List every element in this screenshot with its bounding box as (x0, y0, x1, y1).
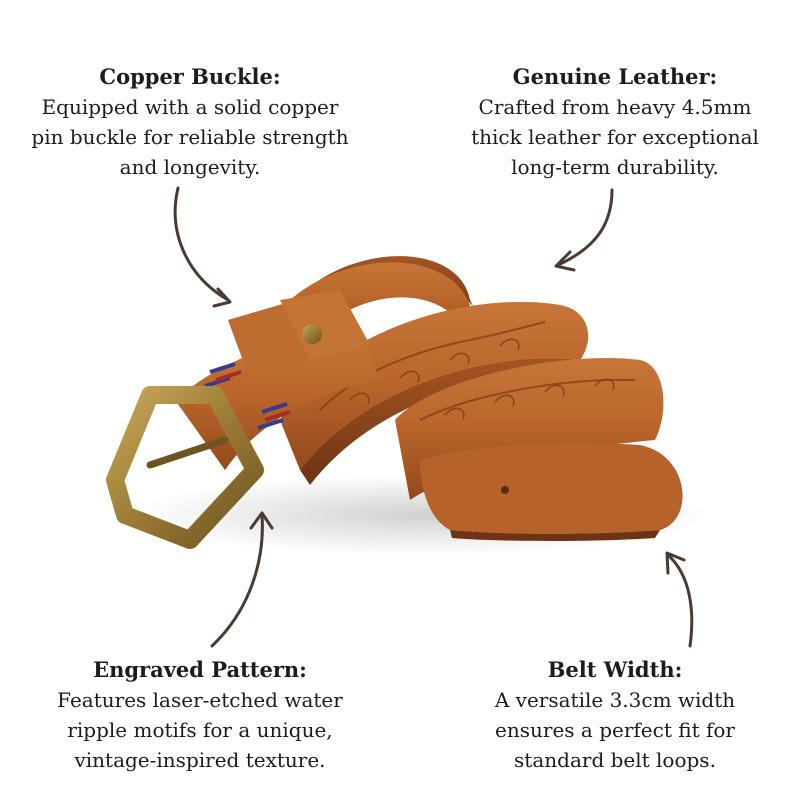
callout-title: Engraved Pattern: (93, 657, 307, 682)
callout-title: Genuine Leather: (512, 64, 718, 89)
callout-engraved-pattern: Engraved Pattern: Features laser-etched … (40, 655, 360, 775)
copper-buckle (106, 386, 264, 549)
callout-description: A versatile 3.3cm width ensures a perfec… (494, 688, 736, 772)
belt-coil-front (395, 358, 683, 541)
callout-genuine-leather: Genuine Leather: Crafted from heavy 4.5m… (455, 62, 775, 182)
belt-coil-back (290, 256, 480, 340)
arrow-genuine-leather (556, 188, 614, 267)
rivet-icon (302, 324, 322, 344)
callout-belt-width: Belt Width: A versatile 3.3cm width ensu… (455, 655, 775, 775)
callout-description: Crafted from heavy 4.5mm thick leather f… (471, 95, 759, 179)
callout-arrows (173, 186, 694, 648)
arrow-engraved-pattern (210, 513, 264, 648)
callout-description: Equipped with a solid copper pin buckle … (31, 95, 349, 179)
arrow-copper-buckle (173, 186, 230, 302)
callout-description: Features laser-etched water ripple motif… (57, 688, 343, 772)
callout-copper-buckle: Copper Buckle: Equipped with a solid cop… (30, 62, 350, 182)
callout-title: Copper Buckle: (99, 64, 281, 89)
callout-title: Belt Width: (547, 657, 683, 682)
arrow-belt-width (666, 553, 694, 648)
